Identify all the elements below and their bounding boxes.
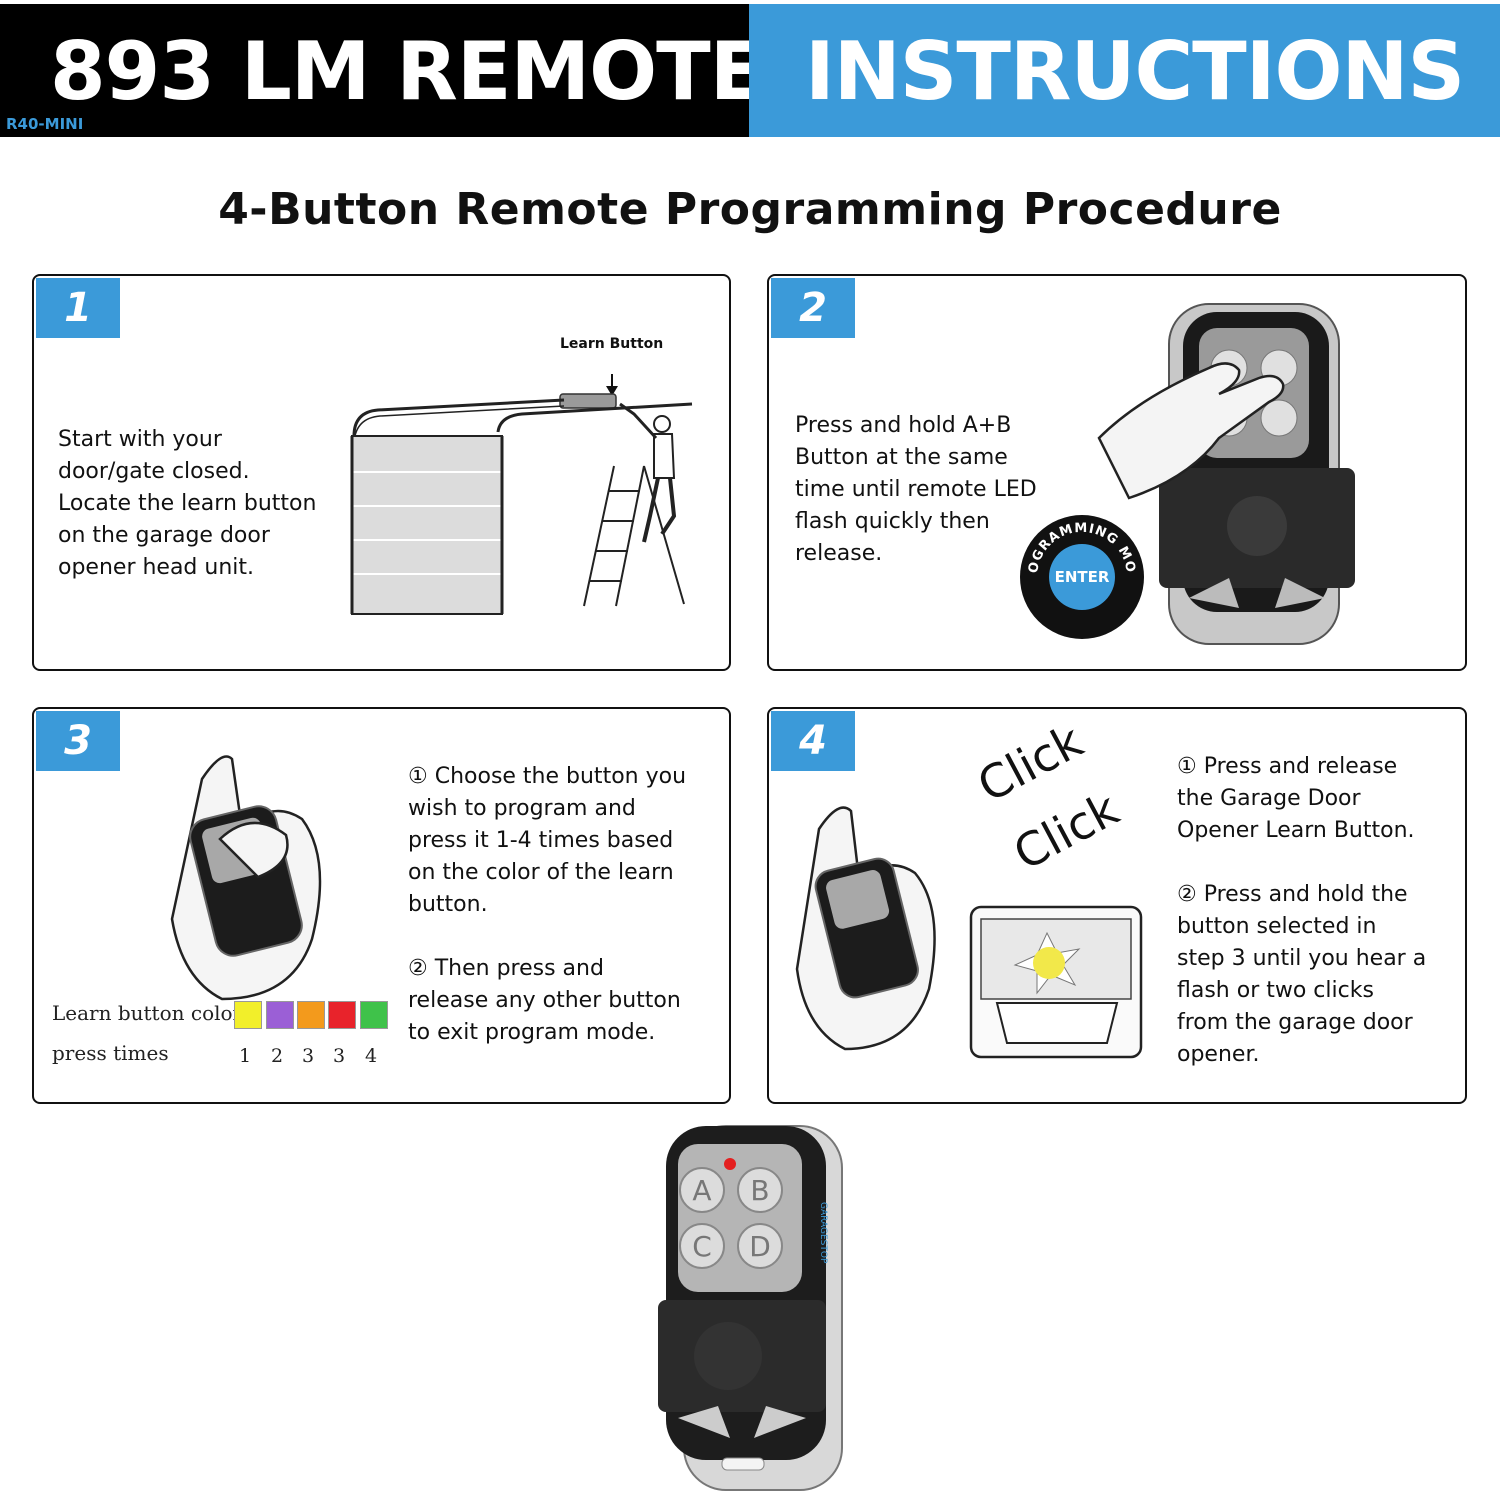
step-3-line: press it 1-4 times based [408, 828, 674, 853]
step-1-line: on the garage door [58, 523, 270, 548]
step-3-line: wish to program and [408, 796, 636, 821]
step-3-line: button. [408, 892, 488, 917]
button-b [737, 1167, 783, 1213]
step-3-line: ① Choose the button you [408, 764, 687, 789]
color-swatch-orange [297, 1001, 325, 1029]
button-d [737, 1223, 783, 1269]
programming-mode-seal: PROGRAMMING MODE ENTER [1011, 501, 1144, 639]
header-left-banner: 893 LM REMOTE R40-MINI [0, 4, 764, 137]
step-1-line: Locate the learn button [58, 491, 317, 516]
step-4-line: ① Press and release [1177, 754, 1398, 779]
color-swatch-red [328, 1001, 356, 1029]
step-2-panel: 2 Press and hold A+B Button at the same … [767, 274, 1467, 671]
header-right-banner: INSTRUCTIONS [749, 4, 1500, 137]
color-swatch-green [360, 1001, 388, 1029]
step-4-line: from the garage door [1177, 1010, 1413, 1035]
step-2-line: Press and hold A+B [795, 413, 1012, 438]
step-4-line: Opener Learn Button. [1177, 818, 1415, 843]
step-3-badge: 3 [36, 711, 120, 771]
remote-product-image: A B C D GARAGESTOP [658, 1125, 843, 1491]
step-4-line: button selected in [1177, 914, 1377, 939]
press-count: 3 [333, 1045, 346, 1067]
step-4-line: opener. [1177, 1042, 1260, 1067]
step-1-line: opener head unit. [58, 555, 255, 580]
step-1-panel: 1 Start with your door/gate closed. Loca… [32, 274, 731, 671]
press-count: 3 [302, 1045, 315, 1067]
model-label: R40-MINI [6, 115, 84, 133]
color-swatch-purple [266, 1001, 294, 1029]
garage-door-illustration [350, 374, 693, 615]
button-label: A [692, 1174, 711, 1207]
step-3-line: ② Then press and [408, 956, 604, 981]
color-swatch-yellow [234, 1001, 262, 1029]
opener-unit-illustration [969, 905, 1143, 1059]
button-label: C [692, 1230, 712, 1263]
header-title-right: INSTRUCTIONS [805, 25, 1465, 118]
page-subtitle: 4-Button Remote Programming Procedure [218, 184, 1282, 235]
hand-remote-illustration [795, 806, 936, 1051]
step-3-panel: 3 ① Choose the button you wish to progra… [32, 707, 731, 1104]
hand-remote-illustration [170, 755, 322, 1001]
button-label: B [750, 1174, 769, 1207]
button-c [679, 1223, 725, 1269]
step-3-line: release any other button [408, 988, 681, 1013]
press-count: 1 [239, 1045, 252, 1067]
remote-press-illustration [1097, 303, 1355, 645]
button-label: D [749, 1230, 771, 1263]
press-count: 2 [271, 1045, 284, 1067]
step-2-text: Press and hold A+B Button at the same ti… [795, 410, 1065, 570]
press-times-label: press times [52, 1041, 169, 1065]
step-4-line: step 3 until you hear a [1177, 946, 1427, 971]
step-3-line: to exit program mode. [408, 1020, 656, 1045]
step-4-text: ① Press and release the Garage Door Open… [1177, 751, 1457, 1071]
step-1-line: door/gate closed. [58, 459, 250, 484]
step-1-text: Start with your door/gate closed. Locate… [58, 424, 358, 584]
learn-color-label: Learn button color [52, 1001, 243, 1025]
step-4-badge: 4 [771, 711, 855, 771]
step-4-line: the Garage Door [1177, 786, 1361, 811]
learn-button-callout: Learn Button [560, 336, 664, 352]
step-2-badge: 2 [771, 278, 855, 338]
seal-center-text: ENTER [1055, 568, 1110, 586]
step-3-line: on the color of the learn [408, 860, 674, 885]
step-2-line: Button at the same [795, 445, 1008, 470]
press-count: 4 [365, 1045, 378, 1067]
step-4-panel: 4 Click Click ① Press and release the Ga… [767, 707, 1467, 1104]
button-a [679, 1167, 725, 1213]
step-4-line: ② Press and hold the [1177, 882, 1408, 907]
step-3-text: ① Choose the button you wish to program … [408, 761, 718, 1049]
step-2-line: flash quickly then [795, 509, 990, 534]
step-1-badge: 1 [36, 278, 120, 338]
header-title-left: 893 LM REMOTE [50, 25, 764, 118]
led-indicator [724, 1158, 736, 1170]
step-1-line: Start with your [58, 427, 222, 452]
step-2-line: time until remote LED [795, 477, 1037, 502]
step-4-line: flash or two clicks [1177, 978, 1374, 1003]
brand-label: GARAGESTOP [818, 1202, 828, 1264]
step-2-line: release. [795, 541, 883, 566]
